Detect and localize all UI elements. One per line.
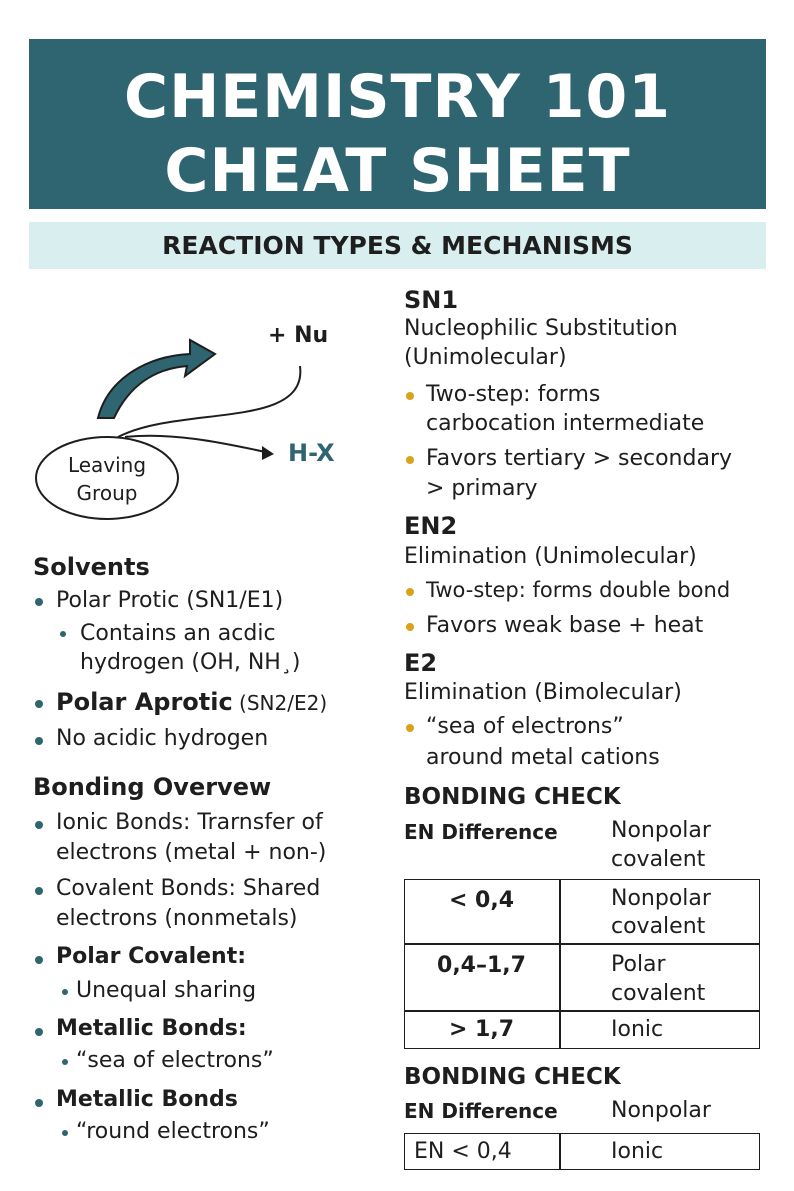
sn1-bullet-1-line-2: carbocation intermediate — [426, 411, 705, 436]
table-divider — [559, 879, 561, 1049]
bonding-check-1-header-value-2: covalent — [611, 847, 706, 872]
bullet-icon — [406, 588, 414, 596]
bullet-icon — [406, 456, 414, 464]
sn1-heading: SN1 — [404, 286, 459, 314]
solvents-item-2: Polar Aprotic (SN2/E2) — [56, 690, 327, 715]
polar-covalent-heading: Polar Covalent: — [56, 944, 247, 969]
solvents-heading: Solvents — [33, 553, 150, 581]
metallic-bonds-2-heading: Metallic Bonds — [56, 1087, 238, 1112]
product-line — [124, 434, 271, 454]
table-row-1-type-1: Nonpolar — [611, 886, 711, 911]
mechanism-diagram — [35, 338, 302, 520]
sn1-desc-line-1: Nucleophilic Substitution — [404, 316, 678, 341]
bonding-overview-heading: Bonding Overvew — [33, 773, 272, 801]
table-row-3-type-1: Ionic — [611, 1017, 664, 1042]
bonding-check-1-heading: BONDING CHECK — [404, 784, 621, 810]
table-row-2-type-2: covalent — [611, 981, 706, 1006]
solvents-item-3: No acidic hydrogen — [56, 726, 269, 751]
bullet-icon — [62, 1130, 68, 1136]
bullet-icon — [60, 631, 66, 637]
page-title-line1: CHEMISTRY 101 — [124, 62, 671, 132]
metallic-bonds-1-heading: Metallic Bonds: — [56, 1016, 247, 1041]
table-row-3-range: > 1,7 — [448, 1017, 515, 1042]
table-row-2-type-1: Polar — [611, 952, 666, 977]
e2-heading: E2 — [404, 649, 438, 677]
bonding-check-2-table — [404, 1133, 760, 1170]
table-divider — [559, 1133, 561, 1170]
bonding-check-1-header-value-1: Nonpolar — [611, 818, 711, 843]
covalent-bonds-line-2: electrons (nonmetals) — [56, 906, 298, 931]
leaving-group-label-1: Leaving — [67, 453, 147, 477]
bond-curve-line — [117, 365, 302, 438]
leaving-group-label-2: Group — [76, 481, 138, 505]
bonding-check-1-col-header: EN Difference — [404, 820, 558, 844]
bullet-icon — [62, 1059, 68, 1065]
bullet-icon — [35, 887, 43, 895]
table-row-1-type-2: covalent — [611, 914, 706, 939]
product-label: H-X — [288, 439, 335, 467]
sn1-bullet-2-line-1: Favors tertiary > secondary — [426, 446, 733, 471]
curved-arrow-icon — [96, 338, 217, 419]
nucleophile-label: + Nu — [268, 323, 329, 348]
solvents-item-1-sub-2: hydrogen (OH, NH¸) — [80, 650, 301, 675]
solvents-item-2-rest: (SN2/E2) — [232, 691, 328, 715]
page-title-line2: CHEAT SHEET — [164, 136, 631, 206]
sn1-bullet-2-line-2: > primary — [426, 476, 538, 501]
solvents-item-1: Polar Protic (SN1/E1) — [56, 588, 284, 613]
solvents-item-1-sub-1: Contains an acdic — [80, 621, 276, 646]
en2-bullet-2: Favors weak base + heat — [426, 613, 704, 638]
bullet-icon — [35, 1028, 43, 1036]
bullet-icon — [406, 392, 414, 400]
sn1-bullet-1-line-1: Two-step: forms — [426, 382, 601, 407]
table-divider — [404, 1010, 760, 1012]
bullet-icon — [35, 700, 43, 708]
table-row-2-range: 0,4–1,7 — [437, 953, 526, 978]
bullet-icon — [35, 1099, 43, 1107]
bullet-icon — [62, 989, 68, 995]
e2-desc: Elimination (Bimolecular) — [404, 680, 682, 705]
table-divider — [404, 943, 760, 945]
bullet-icon — [35, 821, 43, 829]
metallic-bonds-2-sub: “round electrons” — [76, 1119, 270, 1144]
en2-heading: EN2 — [404, 512, 458, 540]
ionic-bonds-line-1: Ionic Bonds: Trarnsfer of — [56, 810, 323, 835]
bullet-icon — [35, 598, 43, 606]
e2-bullet-line-2: around metal cations — [426, 745, 660, 770]
metallic-bonds-1-sub: “sea of electrons” — [76, 1048, 274, 1073]
section-subtitle: REACTION TYPES & MECHANISMS — [29, 222, 766, 269]
bonding-check-1-table — [404, 879, 760, 1049]
en2-bullet-1: Two-step: forms double bond — [426, 578, 731, 602]
sn1-desc-line-2: (Unimolecular) — [404, 345, 567, 370]
arrow-head-icon — [262, 446, 274, 460]
covalent-bonds-line-1: Covalent Bonds: Shared — [56, 876, 321, 901]
bonding-check-2-header-value: Nonpolar — [611, 1098, 711, 1123]
table-row-1-range: < 0,4 — [448, 888, 515, 913]
bonding-check-2-col-header: EN Difference — [404, 1099, 558, 1123]
e2-bullet-line-1: “sea of electrons” — [426, 714, 624, 739]
en2-desc: Elimination (Unimolecular) — [404, 544, 697, 569]
bullet-icon — [35, 956, 43, 964]
title-banner: CHEMISTRY 101 CHEAT SHEET — [29, 39, 766, 209]
bullet-icon — [406, 724, 414, 732]
leaving-group-ellipse — [35, 436, 179, 520]
bullet-icon — [35, 737, 43, 745]
ionic-bonds-line-2: electrons (metal + non-) — [56, 840, 327, 865]
bullet-icon — [406, 623, 414, 631]
bonding-check-2-heading: BONDING CHECK — [404, 1064, 621, 1090]
table2-row-type: Ionic — [611, 1139, 664, 1164]
solvents-item-2-bold: Polar Aprotic — [56, 688, 233, 716]
polar-covalent-sub: Unequal sharing — [76, 978, 257, 1003]
table2-row-range: EN < 0,4 — [414, 1139, 512, 1164]
